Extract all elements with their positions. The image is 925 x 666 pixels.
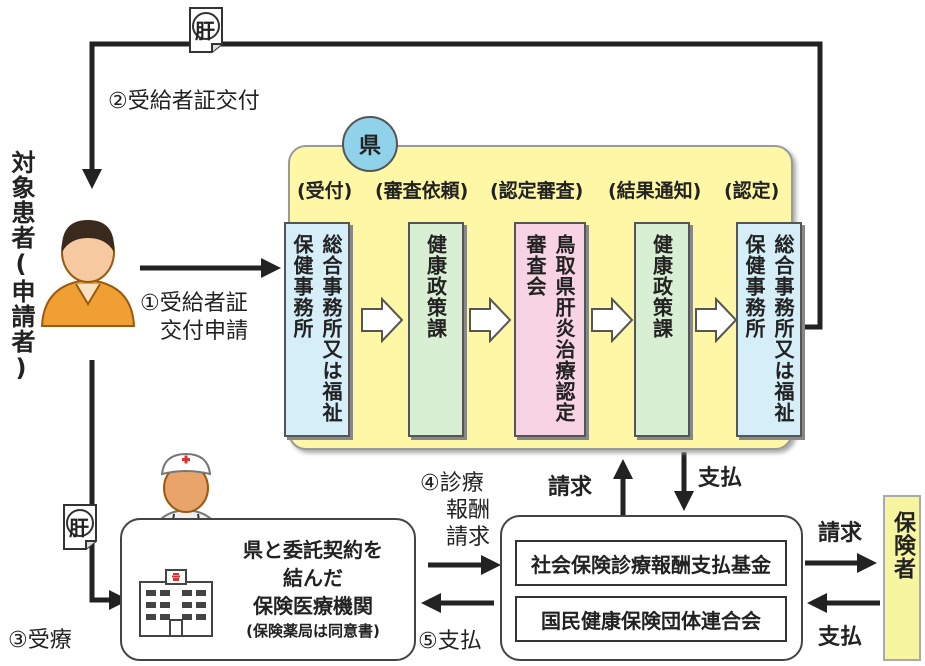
payment-down-label: 支払 [698, 466, 743, 491]
stage-header-3: (認定審査) [490, 180, 584, 202]
office-box-certification-label: 総合事務所又は福祉保健事務所 [742, 234, 795, 423]
stage-header-4: (結果通知) [608, 180, 702, 202]
institution-line1: 県と委託契約を [243, 538, 383, 562]
office-box-certification: 総合事務所又は福祉保健事務所 [736, 222, 802, 437]
patient-icon [40, 220, 136, 327]
arrow-treatment [89, 360, 129, 610]
stage-header-2: (審査依頼) [375, 180, 469, 202]
step-3-label: ③受療 [8, 628, 72, 653]
certificate-icon-char-top: 肝 [195, 19, 215, 43]
step-1-label-line2: 交付申請 [160, 319, 249, 344]
hospital-icon [139, 569, 213, 637]
step-2-label: ②受給者証交付 [108, 89, 260, 114]
institution-line3: 保険医療機関 [253, 594, 373, 618]
certificate-icon-char-bottom: 肝 [69, 516, 89, 540]
prefecture-badge: 県 [342, 116, 398, 172]
social-insurance-fund-label: 社会保険診療報酬支払基金 [531, 552, 771, 577]
request-right-label: 請求 [818, 521, 863, 546]
health-policy-box-request-label: 健康政策課 [423, 234, 448, 339]
office-box-reception-label: 総合事務所又は福祉保健事務所 [290, 234, 343, 423]
institution-text: 県と委託契約を 結んだ 保険医療機関 (保険薬局は同意書) [220, 536, 406, 642]
health-policy-box-notify: 健康政策課 [634, 222, 690, 437]
review-board-box-label: 鳥取県肝炎治療認定審査会 [523, 234, 576, 423]
prefecture-badge-label: 県 [358, 134, 381, 159]
social-insurance-fund-box: 社会保険診療報酬支払基金 [515, 540, 787, 586]
certificate-document-icon-bottom: 肝 [62, 503, 98, 551]
flow-arrow-4 [695, 297, 738, 343]
step-4-label-line3: 請求 [446, 525, 491, 550]
flow-arrow-3 [591, 297, 634, 343]
step-4-label-line1: ④診療 [420, 471, 484, 496]
national-health-federation-label: 国民健康保険団体連合会 [541, 608, 761, 633]
flow-arrow-1 [361, 297, 404, 343]
payment-left-label: 支払 [818, 625, 863, 650]
institution-line2: 結んだ [283, 566, 343, 590]
stage-header-1: (受付) [297, 180, 353, 202]
certificate-document-icon-top: 肝 [188, 6, 224, 54]
patient-label: 対象患者(申請者) [7, 150, 35, 383]
institution-line4: (保険薬局は同意書) [246, 622, 380, 640]
insurer-label: 保険者 [890, 511, 915, 580]
flow-arrow-2 [469, 297, 512, 343]
health-policy-box-notify-label: 健康政策課 [649, 234, 674, 339]
loop-line [82, 41, 823, 330]
insurer-box: 保険者 [883, 495, 921, 661]
office-box-reception: 総合事務所又は福祉保健事務所 [284, 222, 350, 437]
step-5-label: ⑤支払 [418, 629, 482, 654]
request-up-label: 請求 [548, 475, 593, 500]
stage-header-5: (認定) [724, 180, 780, 202]
step-1-label-line1: ①受給者証 [140, 291, 248, 316]
review-board-box: 鳥取県肝炎治療認定審査会 [514, 222, 586, 437]
step-4-label-line2: 報酬 [446, 498, 491, 523]
national-health-federation-box: 国民健康保険団体連合会 [515, 596, 787, 642]
health-policy-box-request: 健康政策課 [408, 222, 464, 437]
